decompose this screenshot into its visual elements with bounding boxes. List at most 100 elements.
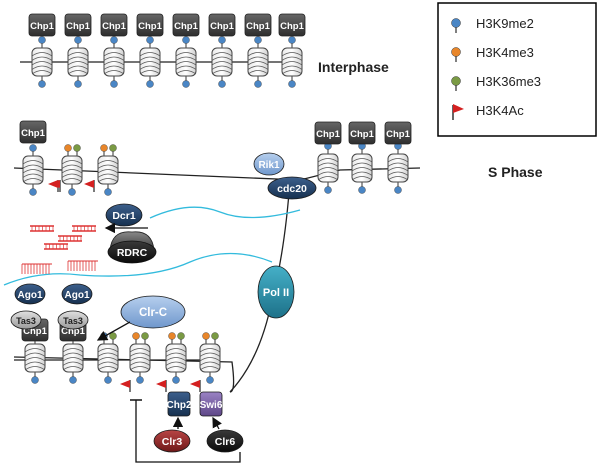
dna-wrap	[24, 357, 46, 362]
histone-mark	[110, 80, 118, 88]
dna-wrap	[129, 348, 151, 353]
s-phase-label: S Phase	[488, 164, 543, 180]
histone-mark	[394, 186, 402, 194]
dna-wrap	[247, 70, 269, 75]
chp1-box	[348, 121, 376, 145]
dna-wrap	[175, 70, 197, 75]
dna-wrap	[247, 65, 269, 70]
histone-mark	[38, 80, 46, 88]
rna-transcripts	[3, 206, 301, 286]
clr6: Clr6	[206, 429, 244, 453]
dna-wrap	[97, 164, 119, 169]
dna-wrap	[387, 167, 409, 172]
histone-mark	[29, 144, 37, 152]
dna-wrap	[165, 348, 187, 353]
dna-wrap	[62, 357, 84, 362]
rdrc: RDRC	[107, 231, 157, 264]
swi6-label: Swi6	[200, 400, 223, 411]
chp1-label: Chp1	[350, 129, 374, 140]
legend-label: H3K36me3	[476, 74, 541, 89]
histone-marks	[29, 36, 402, 392]
dna-wrap	[97, 173, 119, 178]
dna-wrap	[199, 366, 221, 371]
dna-wrap	[97, 361, 119, 366]
histone-mark	[288, 36, 296, 44]
chp1-label: Chp1	[280, 21, 304, 32]
dna-wrap	[67, 56, 89, 61]
dna-wrap	[317, 171, 339, 176]
histone-mark	[324, 186, 332, 194]
histone-mark	[358, 186, 366, 194]
chp1-label: Chp1	[102, 21, 126, 32]
dna-wrap	[129, 361, 151, 366]
dna-wrap	[103, 65, 125, 70]
histone-mark	[254, 36, 262, 44]
dna-wrap	[62, 352, 84, 357]
chp1-label: Chp1	[316, 129, 340, 140]
chp1-box	[136, 13, 164, 37]
chp1-label: Chp1	[23, 326, 47, 337]
clr-c-shape	[120, 295, 186, 329]
dna-wrap	[61, 160, 83, 165]
dna-wrap	[139, 52, 161, 57]
dna-wrap	[281, 65, 303, 70]
chp1-label: Chp1	[386, 129, 410, 140]
interphase-label: Interphase	[318, 59, 389, 75]
dna-wrap	[22, 160, 44, 165]
histone-mark	[182, 80, 190, 88]
dna-wrap	[211, 56, 233, 61]
dna-wrap	[97, 366, 119, 371]
rik1: Rik1	[253, 152, 285, 176]
dna-wrap	[175, 61, 197, 66]
chp1-protein: Chp1	[278, 13, 306, 37]
histone-mark	[74, 80, 82, 88]
chp1-box	[314, 121, 342, 145]
dna-wrap	[139, 70, 161, 75]
dna-wrap	[103, 70, 125, 75]
chp1-label: Chp1	[210, 21, 234, 32]
legend-marker-h3k9me2	[451, 18, 461, 28]
dna-wrap	[97, 160, 119, 165]
dna-wrap	[97, 169, 119, 174]
dna-wrap	[211, 61, 233, 66]
dna-wrap	[351, 167, 373, 172]
dna-wrap	[211, 52, 233, 57]
chromatin-fibers	[13, 61, 421, 393]
histone-mark	[69, 376, 77, 384]
dna-wrap	[31, 70, 53, 75]
sirna-duplex	[30, 225, 54, 232]
swi6: Swi6	[199, 391, 223, 417]
histone-mark	[68, 188, 76, 196]
dna-wrap	[317, 158, 339, 163]
dna-wrap	[24, 366, 46, 371]
dna-wrap	[175, 56, 197, 61]
chp1-protein: Chp1	[100, 13, 128, 37]
histone-mark	[136, 376, 144, 384]
ago1-1-label: Ago1	[18, 290, 43, 301]
histone-mark	[146, 36, 154, 44]
chp1-box	[28, 13, 56, 37]
rdrc-base	[107, 240, 157, 264]
dna-wrap	[62, 348, 84, 353]
dna-wrap	[247, 52, 269, 57]
sirna-duplex	[72, 225, 96, 232]
dcr1-shape	[105, 203, 143, 227]
chp1-protein: Chp1	[208, 13, 236, 37]
dna-wrap	[22, 173, 44, 178]
dna-wrap	[97, 348, 119, 353]
dna-wrap	[281, 61, 303, 66]
inhibition-line	[135, 400, 241, 463]
dna-wrap	[129, 357, 151, 362]
clr6-arrow	[212, 416, 222, 430]
dna-wrap	[387, 171, 409, 176]
rna-lower	[3, 252, 273, 286]
histone-mark	[38, 36, 46, 44]
dna-wrap	[387, 158, 409, 163]
cdc20: cdc20	[267, 176, 317, 200]
histone-mark	[211, 332, 219, 340]
chp1-box	[64, 13, 92, 37]
histone-mark	[64, 144, 72, 152]
dna-wrap	[22, 178, 44, 183]
